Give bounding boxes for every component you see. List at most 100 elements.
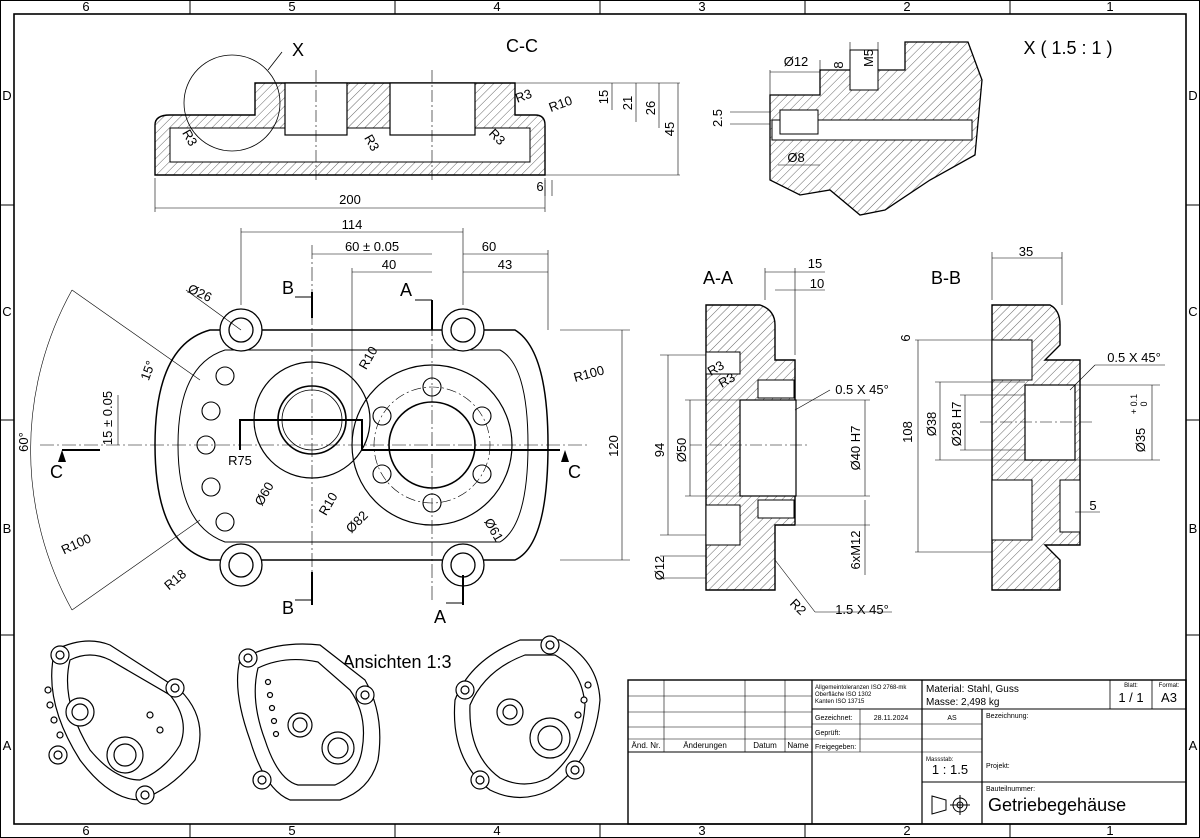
- front-radius-r10-bottom: R10: [316, 490, 341, 518]
- detail-x-dim-m5: M5: [861, 49, 876, 67]
- tb-massstab-label: Massstab:: [926, 757, 954, 763]
- tb-part-name: Getriebegehäuse: [988, 795, 1126, 815]
- tb-datum: Datum: [753, 741, 777, 750]
- boss-bottom-left: [219, 543, 263, 587]
- cut-c-right: C: [568, 462, 581, 482]
- tb-bezeichnung: Bezeichnung:: [986, 713, 1028, 720]
- bb-dim-5: 5: [1089, 498, 1096, 513]
- tb-tolerances-3: Kanten ISO 13715: [815, 699, 865, 705]
- front-dim-15-tol: 15 ± 0.05: [100, 391, 115, 445]
- boss-top-right: [441, 308, 485, 352]
- tb-tolerances-1: Allgemeintoleranzen ISO 2768-mk: [815, 685, 907, 691]
- aa-dim-d12: Ø12: [652, 556, 667, 581]
- cc-dim-200: 200: [339, 192, 361, 207]
- tb-mass: Masse: 2,498 kg: [926, 697, 999, 708]
- cc-dim-21: 21: [620, 96, 635, 110]
- section-cc-view: C-C X 200 6 15 21 26 45 R3 R10 R3 R3 R3: [154, 36, 680, 212]
- front-dim-120: 120: [606, 435, 621, 457]
- tb-gezeichnet: Gezeichnet:: [815, 715, 852, 722]
- detail-x-title: X ( 1.5 : 1 ): [1023, 38, 1112, 58]
- tb-tolerances-2: Oberfläche ISO 1302: [815, 692, 872, 698]
- detail-x-view: X ( 1.5 : 1 ) Ø12 8 M5 2.5 Ø8: [710, 38, 1113, 216]
- aa-chamfer-bottom: 1.5 X 45°: [835, 602, 889, 617]
- front-dim-60: 60: [482, 239, 496, 254]
- zone-right-d: D: [1188, 88, 1197, 103]
- bb-dim-d38: Ø38: [924, 412, 939, 437]
- aa-dim-10: 10: [810, 276, 824, 291]
- zone-bottom-4: 4: [493, 823, 500, 838]
- zone-left-c: C: [2, 304, 11, 319]
- cut-b-top: B: [282, 278, 294, 298]
- detail-x-marker: X: [292, 40, 304, 60]
- cc-dim-6: 6: [536, 179, 543, 194]
- bb-tol-lower: 0: [1139, 401, 1149, 406]
- side-holes: [196, 366, 235, 532]
- cc-radius-r3-left: R3: [179, 127, 200, 149]
- tb-freigegeben: Freigegeben:: [815, 744, 856, 751]
- front-radius-r75: R75: [228, 453, 252, 468]
- tb-aend-nr: Änd. Nr.: [632, 741, 661, 750]
- tb-date: 28.11.2024: [874, 715, 909, 722]
- zone-left-a: A: [3, 738, 12, 753]
- zone-bottom-3: 3: [698, 823, 705, 838]
- aa-radius-r3-b: R3: [716, 369, 738, 390]
- cut-a-top: A: [400, 280, 412, 300]
- zone-right-c: C: [1188, 304, 1197, 319]
- front-outline: [154, 329, 549, 561]
- front-dim-d60: Ø60: [251, 479, 276, 508]
- aa-radius-r3-a: R3: [705, 357, 727, 378]
- zone-top-1: 1: [1106, 0, 1113, 14]
- tb-format-value: A3: [1161, 690, 1177, 705]
- front-dim-d26: Ø26: [186, 281, 215, 305]
- zone-bottom-5: 5: [288, 823, 295, 838]
- tb-projekt: Projekt:: [986, 763, 1010, 770]
- zone-top-4: 4: [493, 0, 500, 14]
- front-radius-r100-left: R100: [59, 531, 94, 558]
- cut-c-left: C: [50, 462, 63, 482]
- zone-top-3: 3: [698, 0, 705, 14]
- tb-massstab-value: 1 : 1.5: [932, 762, 968, 777]
- cc-bore-right: [389, 82, 476, 136]
- tb-bauteilnummer: Bauteilnummer:: [986, 786, 1035, 793]
- cc-dim-15: 15: [596, 90, 611, 104]
- zone-left-b: B: [3, 521, 12, 536]
- bb-chamfer: 0.5 X 45°: [1107, 350, 1161, 365]
- bb-dim-d35: Ø35: [1133, 428, 1148, 453]
- tb-aenderungen: Änderungen: [683, 741, 727, 750]
- zone-right-b: B: [1189, 521, 1198, 536]
- aa-chamfer-top: 0.5 X 45°: [835, 382, 889, 397]
- section-aa-view: A-A 15 10 R3 R3 0.5 X 45° Ø40 H7 94 Ø: [652, 256, 892, 618]
- zone-bottom-6: 6: [82, 823, 89, 838]
- front-view: C C B B A A 114: [16, 217, 630, 627]
- aa-radius-r2: R2: [787, 596, 809, 618]
- section-cc-title: C-C: [506, 36, 538, 56]
- tb-geprueft: Geprüft:: [815, 730, 840, 737]
- zone-left-d: D: [2, 88, 11, 103]
- front-radius-r100-right: R100: [572, 362, 606, 385]
- cut-a-bottom: A: [434, 607, 446, 627]
- tb-blatt-label: Blatt:: [1124, 683, 1138, 689]
- bb-tol-upper: + 0.1: [1129, 394, 1139, 414]
- tb-format-label: Format:: [1159, 683, 1180, 689]
- front-angle-60: 60°: [16, 432, 31, 452]
- front-radius-r10-top: R10: [356, 344, 381, 372]
- isometric-views: Ansichten 1:3: [44, 635, 601, 805]
- aa-dim-15: 15: [808, 256, 822, 271]
- projection-symbol-icon: [931, 795, 970, 815]
- section-bb-view: B-B 35 6 0.5 X 45° 108 Ø38 Ø28 H7 Ø35 + …: [898, 244, 1165, 591]
- cut-b-bottom: B: [282, 598, 294, 618]
- aa-dim-d40-h7: Ø40 H7: [848, 426, 863, 471]
- section-bb-title: B-B: [931, 268, 961, 288]
- aa-thread-6xm12: 6xM12: [848, 530, 863, 569]
- bb-dim-6: 6: [898, 334, 913, 341]
- cc-radius-r10: R10: [547, 93, 575, 115]
- front-angle-15: 15°: [137, 359, 158, 383]
- ansichten-label: Ansichten 1:3: [342, 652, 451, 672]
- front-dim-d82: Ø82: [343, 508, 371, 536]
- front-dim-40: 40: [382, 257, 396, 272]
- tb-blatt-value: 1 / 1: [1118, 690, 1143, 705]
- front-dim-43: 43: [498, 257, 512, 272]
